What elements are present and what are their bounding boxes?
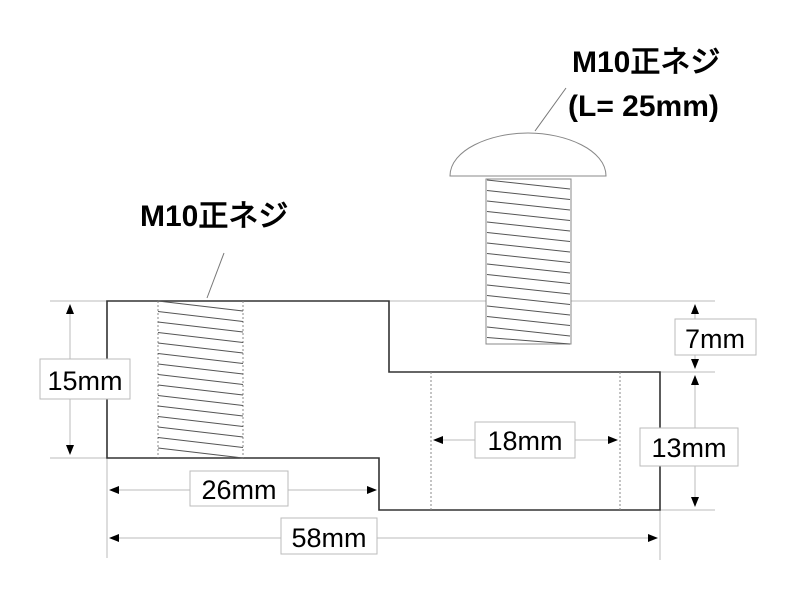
dim-18mm: 18mm bbox=[474, 421, 576, 459]
dim-26mm: 26mm bbox=[189, 470, 289, 507]
leader-line-bolt bbox=[534, 87, 567, 132]
dim-label-height-right: 13mm bbox=[651, 433, 726, 463]
dim-label-height-left: 15mm bbox=[47, 366, 122, 396]
thread-line bbox=[157, 416, 244, 427]
right-hole bbox=[430, 372, 621, 510]
thread-line bbox=[157, 426, 244, 438]
leader-line-nut bbox=[206, 252, 225, 299]
thread-line bbox=[486, 337, 571, 345]
nut-thread-label: M10正ネジ bbox=[140, 200, 288, 233]
dim-label-step-width: 26mm bbox=[201, 475, 276, 505]
thread-line bbox=[486, 190, 571, 200]
thread-line bbox=[486, 274, 571, 284]
thread-line bbox=[486, 263, 571, 274]
thread-line bbox=[486, 284, 571, 295]
dim-7mm: 7mm bbox=[674, 318, 757, 356]
thread-line bbox=[157, 353, 244, 364]
thread-line bbox=[157, 395, 244, 406]
dim-15mm: 15mm bbox=[39, 358, 131, 400]
thread-line bbox=[157, 363, 244, 375]
thread-line bbox=[157, 311, 244, 322]
bolt-label-line1: M10正ネジ bbox=[572, 46, 720, 79]
dim-58mm: 58mm bbox=[280, 517, 378, 555]
bolt bbox=[449, 132, 607, 345]
bolt-label-line2: (L= 25mm) bbox=[568, 90, 719, 123]
thread-line bbox=[486, 179, 571, 190]
thread-line bbox=[486, 242, 571, 253]
thread-line bbox=[486, 316, 571, 326]
thread-line bbox=[486, 232, 571, 242]
thread-line bbox=[486, 253, 571, 263]
dim-13mm: 13mm bbox=[639, 427, 739, 467]
thread-line bbox=[486, 295, 571, 305]
thread-line bbox=[486, 200, 571, 211]
thread-line bbox=[157, 321, 244, 333]
thread-line bbox=[486, 305, 571, 316]
thread-line bbox=[157, 405, 244, 417]
thread-line bbox=[157, 374, 244, 385]
left-thread-hole bbox=[157, 300, 244, 459]
thread-line bbox=[486, 211, 571, 221]
thread-line bbox=[157, 437, 244, 448]
thread-line bbox=[157, 342, 244, 354]
thread-line bbox=[157, 300, 244, 312]
thread-line bbox=[157, 332, 244, 343]
thread-line bbox=[157, 384, 244, 396]
thread-line bbox=[157, 447, 244, 459]
dim-label-step-height: 7mm bbox=[685, 324, 745, 354]
dim-label-total-width: 58mm bbox=[291, 523, 366, 553]
thread-line bbox=[486, 221, 571, 232]
thread-line bbox=[486, 326, 571, 337]
dim-label-hole-width: 18mm bbox=[487, 426, 562, 456]
bolt-head bbox=[449, 132, 607, 177]
